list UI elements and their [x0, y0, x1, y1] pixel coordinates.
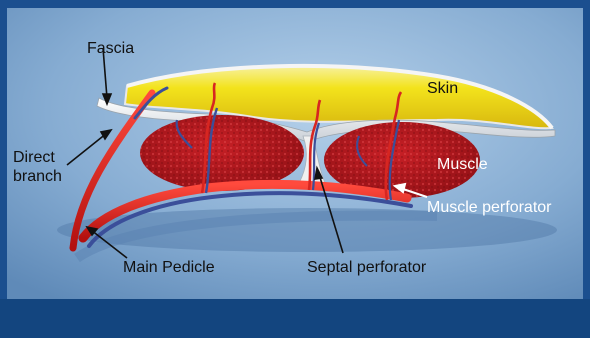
- label-fascia: Fascia: [87, 40, 134, 57]
- diagram-scene: Fascia Skin Direct branch Muscle Muscle …: [7, 8, 583, 299]
- label-direct-branch-line2: branch: [13, 168, 62, 185]
- label-muscle-perforator: Muscle perforator: [427, 199, 552, 216]
- label-muscle: Muscle: [437, 156, 488, 173]
- label-main-pedicle: Main Pedicle: [123, 259, 215, 276]
- label-septal-perforator: Septal perforator: [307, 259, 427, 276]
- label-direct-branch-line1: Direct: [13, 149, 55, 166]
- muscle-left-texture: [140, 115, 304, 191]
- caption-bar: [0, 299, 590, 338]
- label-skin: Skin: [427, 80, 458, 97]
- flap-anatomy-diagram: Fascia Skin Direct branch Muscle Muscle …: [7, 8, 583, 299]
